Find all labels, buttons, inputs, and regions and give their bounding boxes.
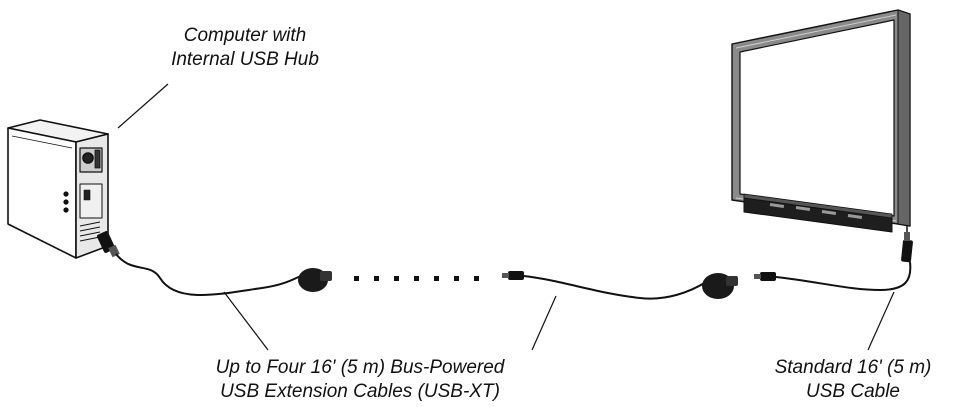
standard-cable-label: Standard 16' (5 m) USB Cable (748, 356, 958, 404)
extension-label-line2: USB Extension Cables (USB-XT) (220, 381, 500, 402)
extension-cable-2 (523, 275, 707, 300)
standard-cable-leader-line (867, 291, 895, 351)
standard-label-line2: USB Cable (806, 381, 900, 402)
computer-label: Computer with Internal USB Hub (150, 24, 340, 72)
extension-label-line1: Up to Four 16' (5 m) Bus-Powered (215, 357, 505, 378)
usb-plug-icon (754, 272, 776, 281)
standard-label-line1: Standard 16' (5 m) (774, 357, 932, 378)
interactive-whiteboard-icon (731, 9, 911, 233)
usb-plug-icon (901, 232, 913, 263)
computer-tower-icon (7, 119, 109, 259)
computer-leader-line (117, 83, 169, 129)
extension-leader-line-right (531, 295, 557, 351)
computer-label-line2: Internal USB Hub (171, 49, 319, 70)
extension-leader-line-left (223, 291, 269, 351)
standard-usb-cable (775, 261, 912, 292)
continuation-dots (354, 276, 479, 281)
extension-cable-1 (115, 253, 311, 296)
usb-plug-icon (502, 271, 524, 280)
extension-cables-label: Up to Four 16' (5 m) Bus-Powered USB Ext… (150, 356, 570, 404)
computer-label-line1: Computer with (183, 25, 307, 46)
